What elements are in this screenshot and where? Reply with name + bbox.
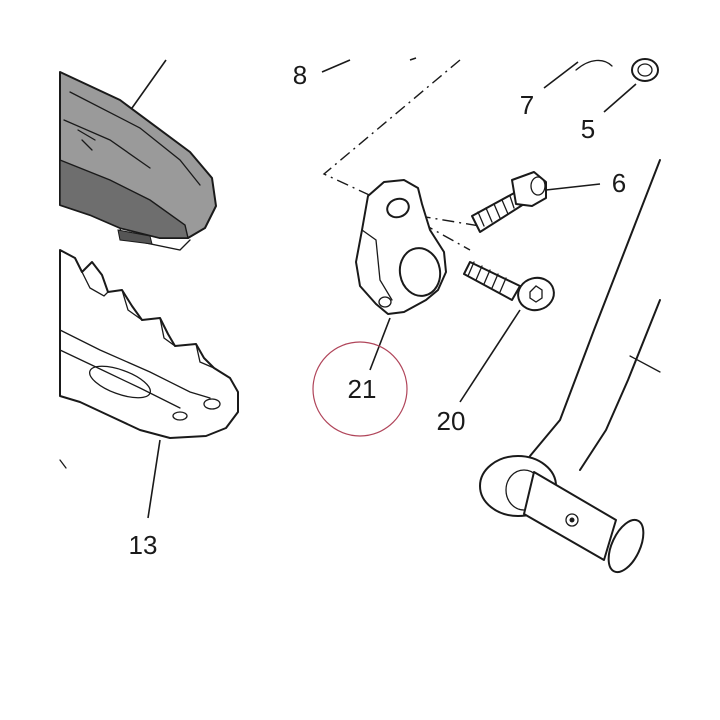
callout-8: 8 — [293, 60, 307, 90]
callout-6: 6 — [612, 168, 626, 198]
highlight-circle-21 — [312, 341, 408, 437]
leader-5 — [603, 83, 637, 113]
callout-5: 5 — [581, 114, 595, 144]
leader-upper-peg — [131, 59, 167, 109]
leader-lines — [131, 57, 637, 519]
ring-part-5 — [631, 58, 659, 82]
shift-lever-arm — [479, 159, 661, 574]
bolt-6 — [471, 171, 547, 233]
callout-13: 13 — [129, 530, 158, 560]
callout-21: 21 — [348, 374, 377, 404]
bolt-20 — [463, 261, 555, 312]
leader-20 — [459, 309, 521, 403]
ring-part-7 — [575, 59, 613, 71]
callout-7: 7 — [520, 90, 534, 120]
leader-6 — [545, 183, 601, 191]
leader-13 — [147, 439, 161, 519]
leader-7 — [543, 61, 579, 89]
clamp-bracket-21 — [355, 179, 447, 315]
leader-8b — [409, 57, 417, 61]
serrated-footpeg-13 — [59, 249, 239, 469]
leader-8 — [321, 59, 351, 73]
callout-20: 20 — [437, 406, 466, 436]
rubber-footpeg-upper — [59, 71, 217, 251]
leader-21 — [369, 317, 391, 371]
